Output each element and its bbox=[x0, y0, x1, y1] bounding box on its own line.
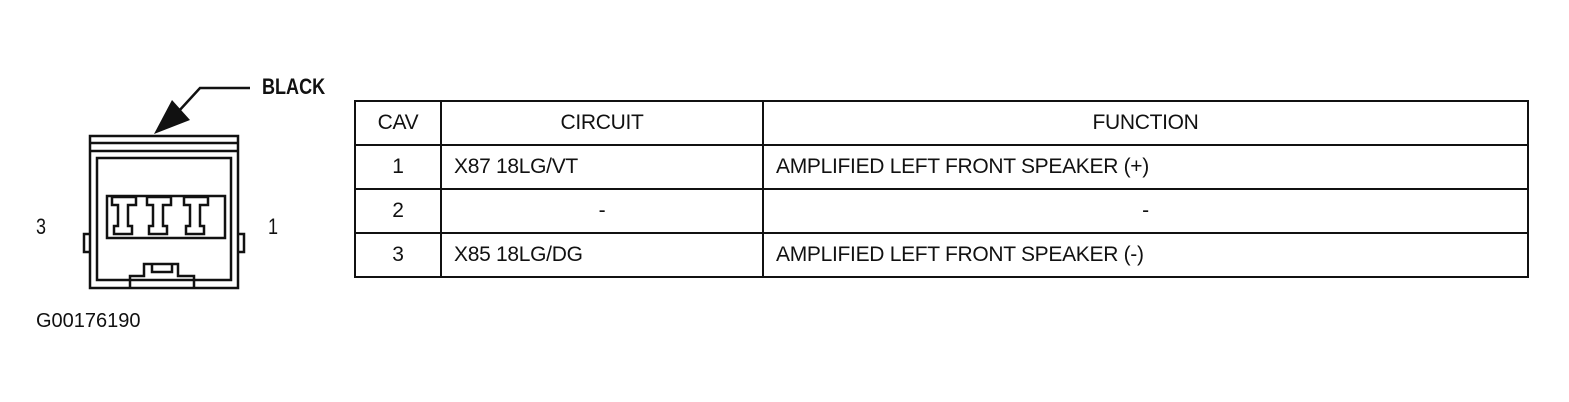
figure-id-label: G00176190 bbox=[36, 310, 141, 332]
cell-cav: 3 bbox=[354, 232, 442, 278]
connector-color-label: BLACK bbox=[262, 74, 326, 99]
cell-circuit: - bbox=[440, 188, 764, 234]
table-row: 2 - - bbox=[354, 188, 1529, 234]
pin-number-label-left: 3 bbox=[36, 214, 47, 239]
cell-cav: 2 bbox=[354, 188, 442, 234]
color-leader-arrow bbox=[154, 86, 250, 134]
cell-circuit: X87 18LG/VT bbox=[440, 144, 764, 190]
pinout-table: CAV CIRCUIT FUNCTION 1 X87 18LG/VT AMPLI… bbox=[354, 100, 1529, 278]
cell-function: AMPLIFIED LEFT FRONT SPEAKER (-) bbox=[762, 232, 1529, 278]
header-function: FUNCTION bbox=[762, 100, 1529, 146]
cell-circuit: X85 18LG/DG bbox=[440, 232, 764, 278]
terminal-cavity-1 bbox=[182, 195, 210, 236]
terminal-cavity-3 bbox=[110, 195, 138, 236]
table-row: 1 X87 18LG/VT AMPLIFIED LEFT FRONT SPEAK… bbox=[354, 144, 1529, 190]
table-header-row: CAV CIRCUIT FUNCTION bbox=[354, 100, 1529, 146]
terminal-cavity-2 bbox=[145, 195, 173, 236]
pin-number-label-right: 1 bbox=[268, 214, 279, 239]
cell-function: - bbox=[762, 188, 1529, 234]
header-circuit: CIRCUIT bbox=[440, 100, 764, 146]
table-row: 3 X85 18LG/DG AMPLIFIED LEFT FRONT SPEAK… bbox=[354, 232, 1529, 278]
cell-cav: 1 bbox=[354, 144, 442, 190]
connector-housing bbox=[82, 134, 246, 290]
cell-function: AMPLIFIED LEFT FRONT SPEAKER (+) bbox=[762, 144, 1529, 190]
header-cav: CAV bbox=[354, 100, 442, 146]
